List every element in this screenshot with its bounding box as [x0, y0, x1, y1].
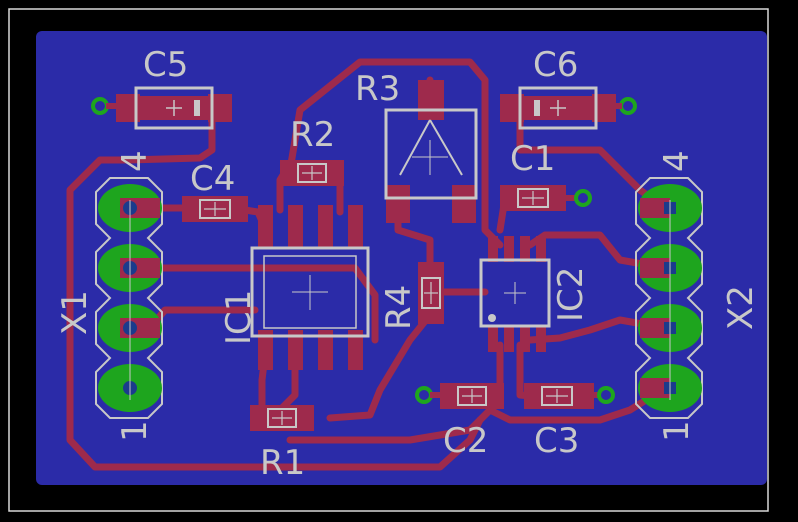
smd-r4: [418, 262, 444, 324]
label-x1-pin1: 1: [115, 420, 155, 442]
label-c6: C6: [533, 45, 578, 85]
label-c1: C1: [510, 139, 555, 179]
smd-c1: [500, 185, 592, 211]
label-ic1: IC1: [219, 290, 259, 345]
capacitor-c6: [500, 86, 637, 130]
ic2-msop8: [479, 236, 551, 352]
x2-pad-4-trace: [640, 198, 670, 218]
label-x2: X2: [721, 285, 761, 330]
smd-c4: [182, 196, 248, 222]
capacitor-c5: [91, 86, 232, 130]
c6-body: [518, 86, 598, 130]
label-c3: C3: [534, 421, 579, 461]
c3-via: [597, 386, 615, 404]
label-x1: X1: [55, 290, 95, 335]
c5-body: [134, 86, 214, 130]
smd-c3: [524, 383, 615, 409]
x2-pad-2-trace: [640, 318, 670, 338]
smd-c2: [415, 383, 504, 409]
label-c4: C4: [190, 159, 235, 199]
smd-r2: [280, 160, 344, 186]
x2-pad-3-trace: [640, 258, 670, 278]
x2-pad-1-trace: [640, 378, 670, 398]
label-r3: R3: [355, 69, 400, 109]
ic1-soic8: [250, 205, 370, 370]
label-x2-pin1: 1: [657, 420, 697, 442]
label-ic2: IC2: [551, 267, 591, 322]
smd-r1: [250, 405, 314, 431]
trace-r4-down: [326, 311, 434, 422]
trace-top-loop: [286, 58, 504, 249]
label-x2-pin4: 4: [657, 150, 697, 172]
label-c5: C5: [143, 45, 188, 85]
x2-outline: [635, 177, 703, 419]
label-r2: R2: [290, 115, 335, 155]
x1-outline: [95, 177, 163, 419]
label-r4: R4: [379, 285, 419, 330]
label-x1-pin4: 4: [115, 150, 155, 172]
trace-x1-outer-loop: [66, 156, 484, 471]
label-c2: C2: [443, 421, 488, 461]
c1-via: [574, 189, 592, 207]
connector-x1: [95, 177, 163, 419]
copper-pour: [36, 31, 767, 485]
trimmer-r3: [384, 80, 478, 223]
board-outline: [8, 8, 769, 512]
connector-x2: [635, 177, 703, 419]
label-r1: R1: [260, 443, 305, 483]
trace-x2-pin1-loop: [286, 384, 669, 444]
